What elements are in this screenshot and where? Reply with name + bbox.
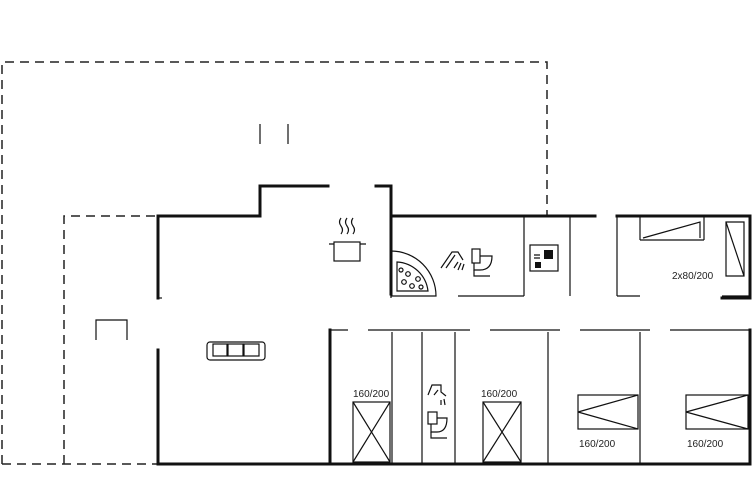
terrace-markers bbox=[259, 124, 289, 144]
toilet-icon-bath2 bbox=[427, 411, 448, 439]
bed-size-label: 160/200 bbox=[687, 439, 724, 450]
bed-middle bbox=[352, 401, 391, 463]
whirlpool-icon bbox=[390, 250, 437, 297]
bed-lower-right-1 bbox=[577, 394, 639, 430]
shower-icon bbox=[440, 251, 465, 271]
terrace-outline bbox=[1, 61, 548, 465]
fireplace-icon bbox=[95, 319, 128, 340]
bed-lower-right-2 bbox=[685, 394, 749, 430]
shower-icon-bath2 bbox=[427, 384, 447, 406]
kitchen-pot-icon bbox=[329, 217, 366, 262]
bed-size-label: 160/200 bbox=[481, 389, 518, 400]
toilet-icon bbox=[471, 248, 493, 277]
bed-top-right bbox=[640, 221, 745, 277]
bed-size-label: 160/200 bbox=[579, 439, 616, 450]
bed-size-label: 160/200 bbox=[353, 389, 390, 400]
sofa-icon bbox=[206, 341, 266, 361]
washer-icon bbox=[529, 244, 559, 272]
bed-center bbox=[482, 401, 522, 463]
interior-walls bbox=[158, 216, 750, 466]
exterior-walls bbox=[156, 184, 752, 466]
bed-size-label: 2x80/200 bbox=[672, 271, 714, 282]
